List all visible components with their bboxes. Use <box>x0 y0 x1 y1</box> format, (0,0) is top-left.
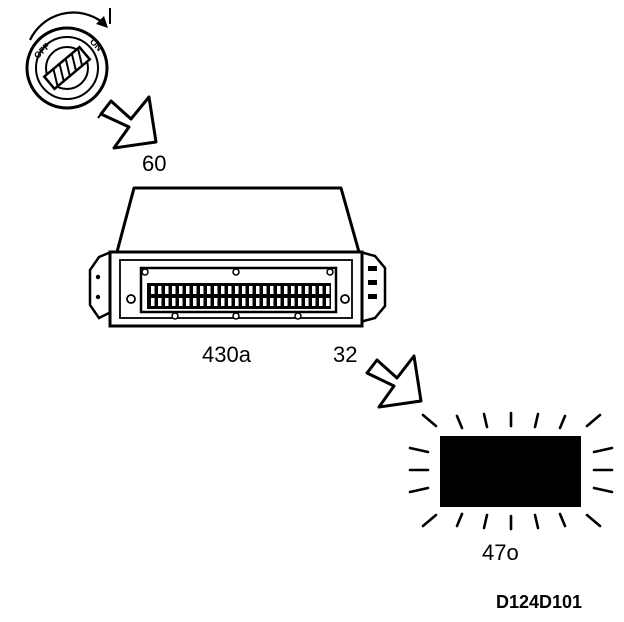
figure-code: D124D101 <box>496 592 582 612</box>
callout-32: 32 <box>333 342 357 367</box>
signal-arrow-icon-2 <box>365 354 423 409</box>
lamp-text-engine: ENGINE <box>462 475 558 503</box>
callout-60: 60 <box>142 151 166 176</box>
lamp-panel <box>440 436 581 507</box>
key-slot-icon <box>42 45 92 91</box>
module-label-430a: 430a <box>202 342 252 367</box>
lamp-label-47o: 47o <box>482 540 519 565</box>
ignition-switch: OFF ON <box>25 8 111 110</box>
lamp-glow-rays <box>408 411 614 531</box>
module-connector <box>139 266 338 320</box>
signal-arrow-icon <box>97 95 158 150</box>
control-module <box>88 186 387 328</box>
check-engine-lamp: CHECK ENGINE <box>408 411 614 531</box>
lamp-text-check: CHECK <box>466 446 554 474</box>
